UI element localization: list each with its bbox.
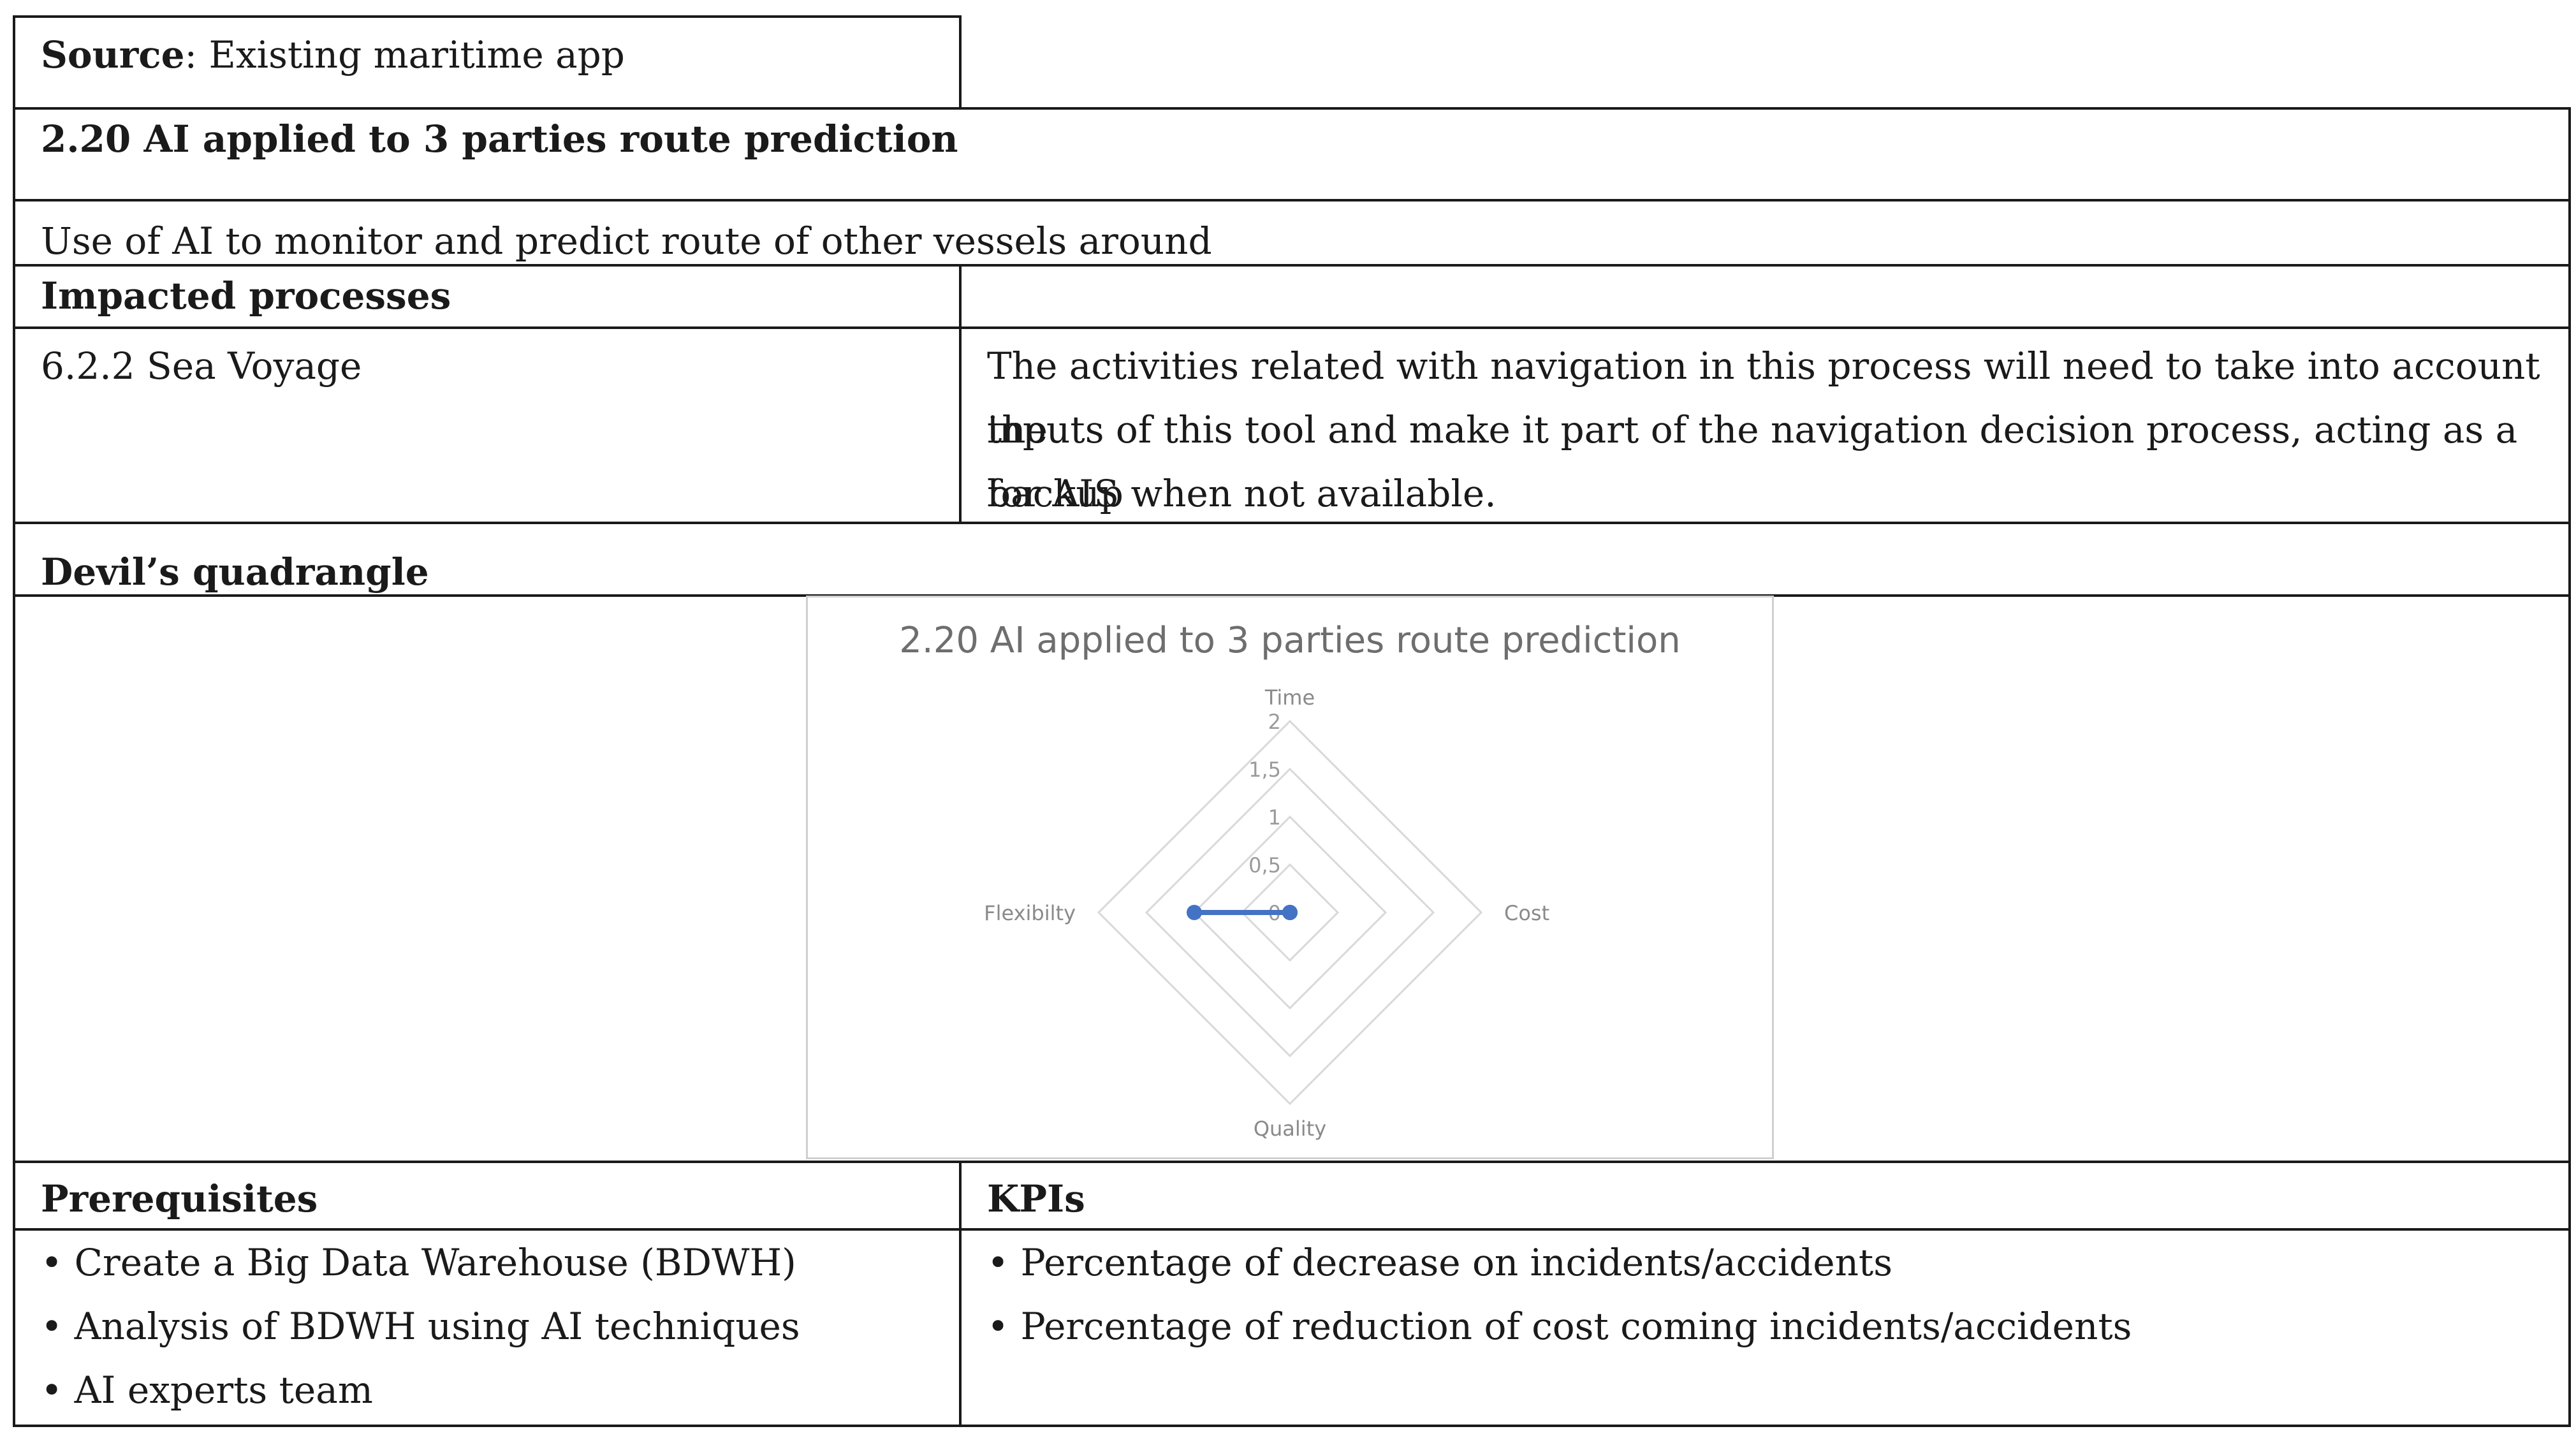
section-title: 2.20 AI applied to 3 parties route predi… — [41, 117, 958, 161]
source-label: Source — [41, 33, 185, 77]
radar-axis-label: Cost — [1504, 901, 1549, 925]
source-cell: Source: Existing maritime app — [13, 15, 962, 110]
process-line-2: inputs of this tool and make it part of … — [987, 408, 2518, 515]
radar-grid-ring — [1240, 863, 1340, 962]
prerequisite-item: • Analysis of BDWH using AI techniques — [41, 1305, 800, 1348]
section-title-cell: 2.20 AI applied to 3 parties route predi… — [13, 107, 2571, 201]
process-line-1: The activities related with navigation i… — [987, 344, 2540, 451]
radar-chart-frame: 2.20 AI applied to 3 parties route predi… — [806, 596, 1774, 1159]
radar-tick-label: 1,5 — [1248, 758, 1281, 782]
radar-tick-label: 2 — [1268, 710, 1281, 734]
process-line-3: for AIS when not available. — [987, 472, 1497, 515]
radar-grid — [1097, 719, 1483, 1106]
prerequisites-header: Prerequisites — [41, 1177, 318, 1220]
radar-series-point — [1187, 905, 1202, 920]
radar-grid-ring — [1145, 767, 1435, 1058]
kpi-item: • Percentage of decrease on incidents/ac… — [987, 1241, 1893, 1284]
radar-grid-ring — [1192, 815, 1387, 1010]
radar-axis-label: Quality — [1254, 1117, 1326, 1141]
radar-ticks: 00,511,52 — [1248, 710, 1281, 925]
prerequisites-list-cell: • Create a Big Data Warehouse (BDWH) • A… — [13, 1228, 962, 1427]
impacted-header-empty-cell — [959, 264, 2571, 329]
kpis-header: KPIs — [987, 1177, 1085, 1220]
process-description-cell: The activities related with navigation i… — [959, 326, 2571, 524]
radar-series — [1187, 905, 1298, 920]
radar-series-point — [1282, 905, 1298, 920]
source-value: : Existing maritime app — [184, 33, 625, 77]
radar-axis-label: Flexibilty — [984, 901, 1076, 925]
chart-title: 2.20 AI applied to 3 parties route predi… — [899, 620, 1680, 661]
radar-chart: 2.20 AI applied to 3 parties route predi… — [899, 620, 1680, 1141]
radar-tick-label: 0,5 — [1248, 853, 1281, 877]
prerequisite-item: • AI experts team — [41, 1368, 373, 1412]
kpis-list-cell: • Percentage of decrease on incidents/ac… — [959, 1228, 2571, 1427]
quadrangle-header: Devil’s quadrangle — [41, 550, 429, 594]
process-name-cell: 6.2.2 Sea Voyage — [13, 326, 962, 524]
kpis-header-cell: KPIs — [959, 1161, 2571, 1231]
prerequisite-item: • Create a Big Data Warehouse (BDWH) — [41, 1241, 796, 1284]
process-name: 6.2.2 Sea Voyage — [41, 344, 362, 388]
radar-grid-ring — [1097, 719, 1483, 1106]
kpi-item: • Percentage of reduction of cost coming… — [987, 1305, 2132, 1348]
impacted-header: Impacted processes — [41, 274, 451, 318]
impacted-header-cell: Impacted processes — [13, 264, 962, 329]
quadrangle-header-cell: Devil’s quadrangle — [13, 522, 2571, 597]
description-cell: Use of AI to monitor and predict route o… — [13, 199, 2571, 267]
radar-tick-label: 1 — [1268, 805, 1281, 830]
section-description: Use of AI to monitor and predict route o… — [41, 219, 1212, 263]
radar-axis-label: Time — [1264, 685, 1315, 710]
prerequisites-header-cell: Prerequisites — [13, 1161, 962, 1231]
